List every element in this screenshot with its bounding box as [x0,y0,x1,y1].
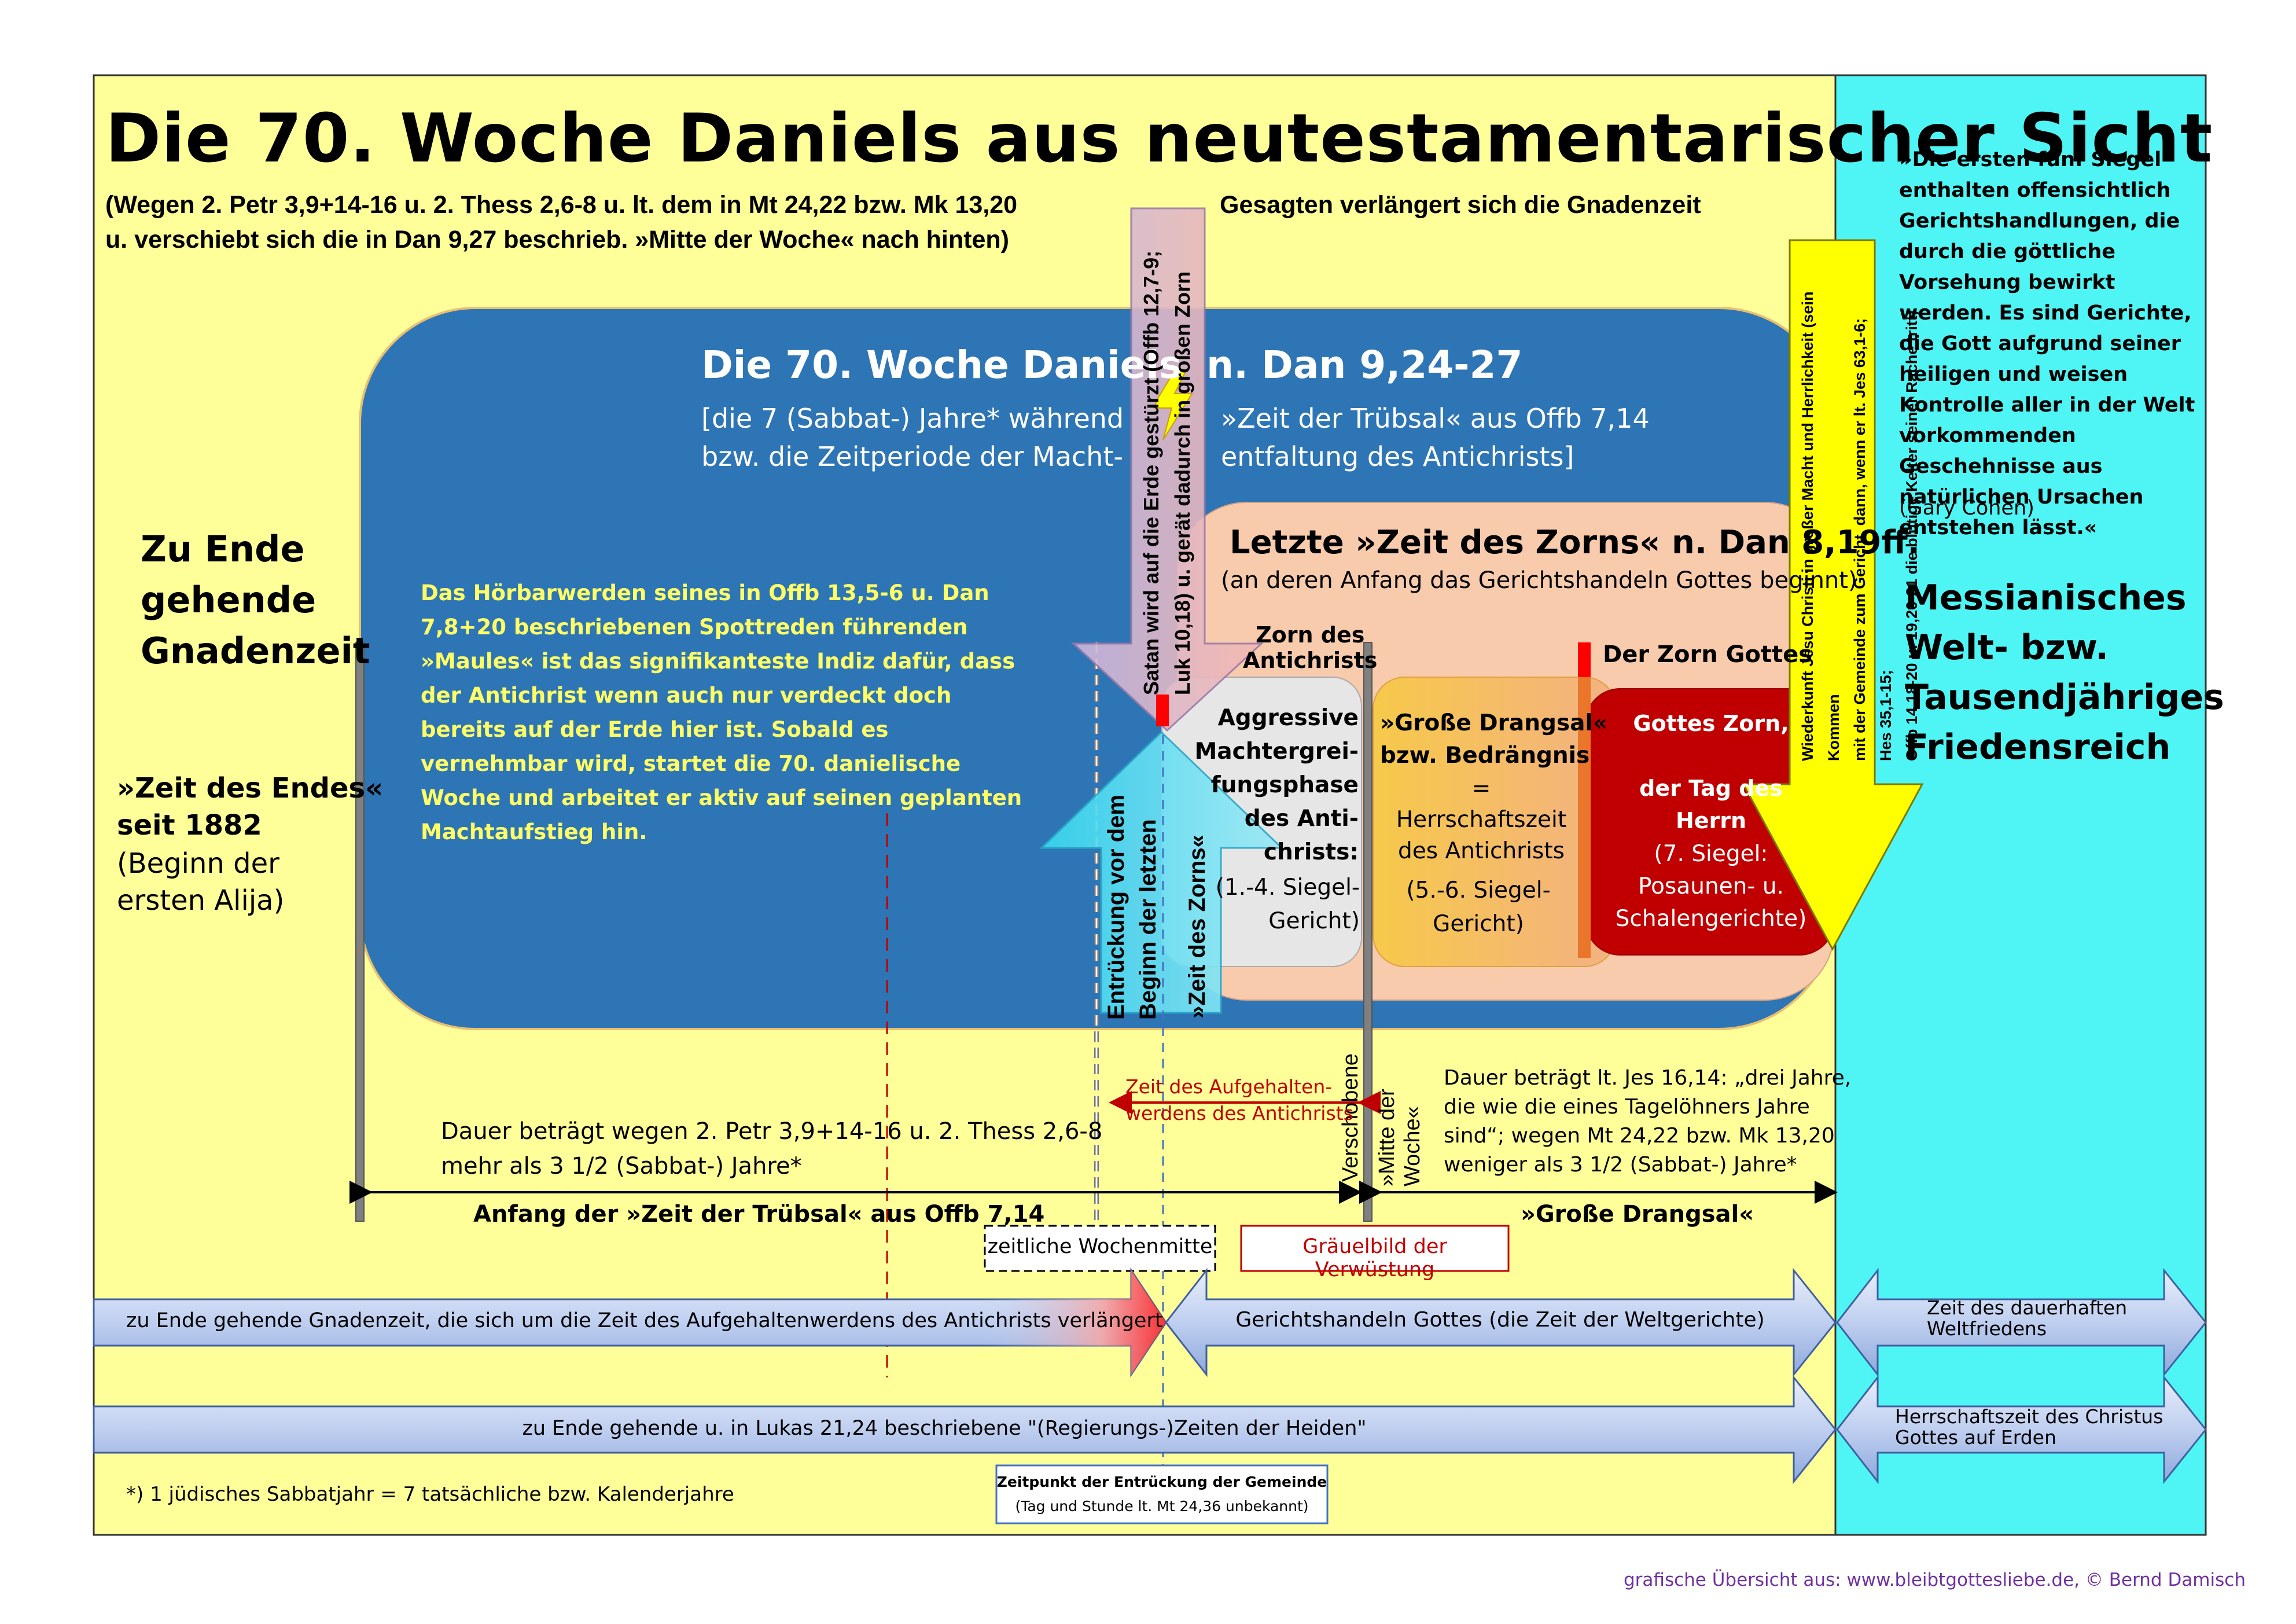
satan-arrow-tip [1156,695,1169,726]
week-heading-b: n. Dan 9,24-27 [1206,343,1523,387]
duration-right-text: Dauer beträgt lt. Jes 16,14: „drei Jahre… [1444,1066,1852,1177]
antichrist-wrath-label: Zorn des Antichrists [1243,622,1378,673]
subtitle-line-1b: Gesagten verlängert sich die Gnadenzeit [1220,191,1701,219]
temporal-mid-text: zeitliche Wochenmitte [987,1235,1213,1258]
rapture-point-title: Zeitpunkt der Entrückung der Gemeinde [996,1474,1327,1490]
phase3-note: (7. Siegel: Posaunen- u. Schalengerichte… [1615,841,1807,932]
lightning-icon [1153,370,1193,440]
christ-rule-band-label: Herrschaftszeit des Christus Gottes auf … [1895,1405,2163,1449]
kingdom-heading: Messianisches Welt- bzw. Tausendjähriges… [1905,578,2224,767]
page-title: Die 70. Woche Daniels aus neutestamentar… [105,100,2213,178]
gentiles-band-label: zu Ende gehende u. in Lukas 21,24 beschr… [522,1417,1367,1440]
week-desc-b: »Zeit der Trübsal« aus Offb 7,14 entfalt… [1221,403,1650,472]
temporal-mid-box [984,1225,1216,1272]
judgment-band-label: Gerichtshandeln Gottes (die Zeit der Wel… [1235,1308,1765,1332]
peace-band [1836,1267,2207,1377]
subtitle-line-1a: (Wegen 2. Petr 3,9+14-16 u. 2. Thess 2,6… [105,191,1018,219]
cohen-quote-author: (Gary Cohen) [1899,497,2034,520]
rapture-point-note: (Tag und Stunde lt. Mt 24,36 unbekannt) [1015,1498,1309,1515]
great-tribulation-text: »Große Drangsal« [1521,1201,1754,1228]
footnote: *) 1 jüdisches Sabbatjahr = 7 tatsächlic… [126,1483,734,1506]
satan-arrow [1071,207,1264,732]
second-coming-arrow [1742,239,1924,951]
peace-band-label: Zeit des dauerhaften Weltfriedens [1927,1296,2128,1340]
rapture-point-box [995,1464,1329,1524]
phase2-note: (5.-6. Siegel- Gericht) [1406,877,1551,937]
mid-week-label: »Mitte der Woche« [1375,1089,1425,1186]
gentiles-band [93,1375,1837,1485]
wrath-note: (an deren Anfang das Gerichtshandeln Got… [1221,567,1857,594]
end-time-note: (Beginn der ersten Alija) [117,847,285,917]
rapture-arrow [1039,730,1284,1014]
wrath-heading: Letzte »Zeit des Zorns« n. Dan 8,19ff. [1230,524,1920,561]
mid-week-post [1363,642,1373,1222]
grace-band-red [984,1270,1166,1375]
start-post [355,642,365,1222]
restraint-text: Zeit des Aufgehalten- werdens des Antich… [1125,1075,1353,1125]
week-heading-a: Die 70. Woche Daniels [701,343,1182,387]
phase3-title: Gottes Zorn, der Tag des Herrn [1633,711,1789,833]
credit-line: grafische Übersicht aus: www.bleibtgotte… [1624,1570,2246,1590]
wrath-god-bar [1578,642,1591,958]
start-tribulation-text: Anfang der »Zeit der Trübsal« aus Offb 7… [473,1201,1045,1228]
end-time-label: »Zeit des Endes« seit 1882 [117,772,384,842]
phase2-title: »Große Drangsal« bzw. Bedrängnis [1380,710,1608,769]
abomination-text: Gräuelbild der Verwüstung [1302,1235,1447,1281]
judgment-band [1165,1267,1837,1377]
week-desc-a: [die 7 (Sabbat-) Jahre* während bzw. die… [701,403,1124,472]
wrath-god-marker [1578,642,1591,677]
abomination-box [1240,1225,1510,1272]
rapture-arrow-text-a: Entrückung vor dem Beginn der letzten [1103,795,1161,1020]
grace-heading: Zu Ende gehende Gnadenzeit [141,528,370,672]
cohen-quote: »Die ersten fünf Siegel enthalten offens… [1899,148,2195,539]
phase1-note: (1.-4. Siegel- Gericht) [1215,875,1360,934]
god-wrath-label: Der Zorn Gottes [1603,641,1813,668]
phase2-desc: = Herrschaftszeit des Antichrists [1396,776,1567,864]
phase1-title: Aggressive Machtergrei- fungsphase des A… [1194,705,1359,865]
christ-rule-band [1836,1375,2207,1485]
grace-band-label: zu Ende gehende Gnadenzeit, die sich um … [126,1309,1163,1332]
duration-left-text: Dauer beträgt wegen 2. Petr 3,9+14-16 u.… [441,1118,1103,1180]
antichrist-indicator-text: Das Hörbarwerden seines in Offb 13,5-6 u… [421,580,1022,844]
satan-arrow-text: Satan wird auf die Erde gestürzt (Offb 1… [1139,250,1194,695]
second-coming-text: Wiederkunft Jesu Christi in großer Macht… [1799,291,1920,761]
rapture-arrow-text-b: »Zeit des Zorns« [1184,835,1210,1019]
subtitle-line-2: u. verschiebt sich die in Dan 9,27 besch… [105,226,1009,253]
